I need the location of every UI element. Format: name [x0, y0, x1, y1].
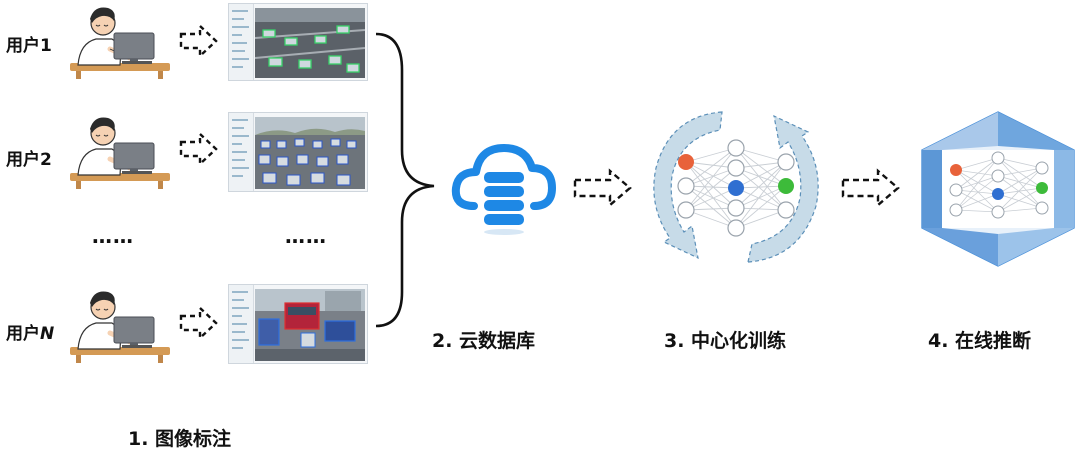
annotation-screen-n[interactable]: [228, 284, 368, 364]
dashed-arrow-icon: [179, 23, 218, 59]
cloud-database-icon: [451, 144, 556, 235]
ellipsis-users: ……: [92, 224, 134, 248]
overhead-parking-image: [254, 8, 366, 78]
dashed-arrow-icon: [841, 168, 900, 208]
step-label-train: 3. 中心化训练: [664, 330, 787, 352]
grouping-bracket: [375, 32, 435, 328]
dashed-arrow-icon: [179, 305, 218, 341]
user-label-1: 用户1: [6, 36, 52, 56]
step-label-annotate: 1. 图像标注: [128, 428, 232, 450]
user-label-2: 用户2: [6, 150, 52, 170]
person-at-computer-icon: [70, 7, 170, 79]
step-label-infer: 4. 在线推断: [928, 330, 1032, 352]
step-label-cloud-db: 2. 云数据库: [432, 330, 536, 352]
ellipsis-screens: ……: [285, 224, 327, 248]
tool-sidebar: [229, 285, 254, 363]
person-at-computer-icon: [70, 117, 170, 189]
tool-sidebar: [229, 113, 254, 191]
tool-sidebar: [229, 4, 254, 80]
user-label-n: 用户N: [6, 324, 55, 344]
dashed-arrow-icon: [179, 131, 218, 167]
annotation-screen-1[interactable]: [228, 3, 368, 81]
inference-cube-icon: [921, 111, 1075, 267]
neural-network-icon: [653, 111, 819, 263]
traffic-jam-image: [255, 117, 365, 189]
street-bus-image: [255, 289, 365, 361]
person-at-computer-icon: [70, 291, 170, 363]
dashed-arrow-icon: [573, 168, 632, 208]
annotation-screen-2[interactable]: [228, 112, 368, 192]
